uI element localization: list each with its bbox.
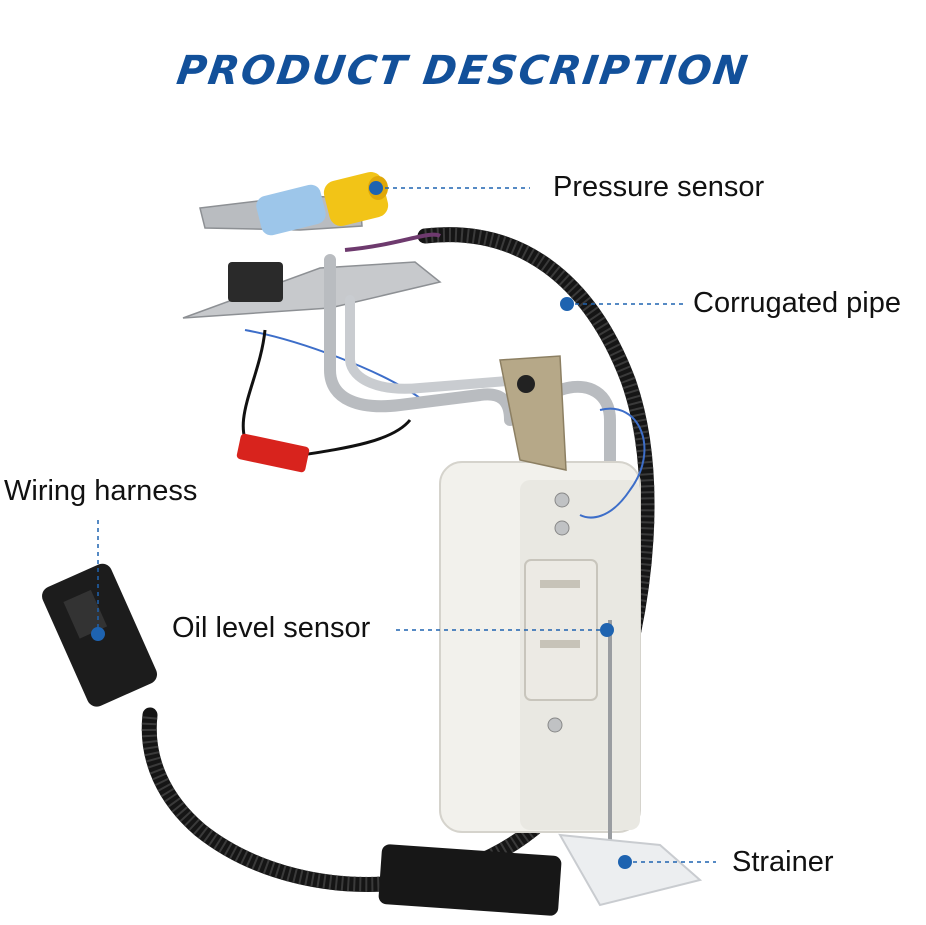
dot-pressure-sensor bbox=[369, 181, 383, 195]
mounting-flange bbox=[182, 261, 442, 319]
label-wiring-harness: Wiring harness bbox=[4, 475, 198, 507]
red-connector bbox=[236, 433, 310, 473]
blue-cap bbox=[256, 184, 326, 236]
mounting-bracket bbox=[499, 355, 567, 471]
flange-connector bbox=[228, 262, 283, 302]
label-pressure-sensor: Pressure sensor bbox=[553, 171, 765, 203]
strainer bbox=[558, 833, 703, 907]
label-strainer: Strainer bbox=[732, 846, 834, 878]
float bbox=[378, 844, 562, 916]
dot-corrugated-pipe bbox=[560, 297, 574, 311]
label-corrugated-pipe: Corrugated pipe bbox=[693, 287, 901, 319]
dot-wiring-harness bbox=[91, 627, 105, 641]
label-oil-level-sensor: Oil level sensor bbox=[172, 612, 371, 644]
steel-pipe bbox=[324, 254, 516, 426]
dot-oil-level-sensor bbox=[600, 623, 614, 637]
dot-strainer bbox=[618, 855, 632, 869]
